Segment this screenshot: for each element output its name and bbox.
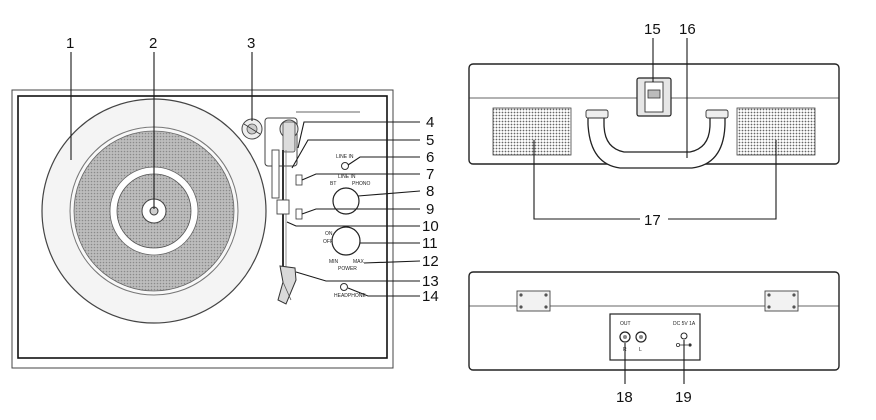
turntable-front-view: 15 16 17 bbox=[468, 21, 840, 229]
callout-8: 8 bbox=[426, 183, 434, 200]
speaker-grill-left bbox=[492, 107, 572, 156]
callout-16: 16 bbox=[679, 21, 696, 38]
callout-19: 19 bbox=[675, 389, 692, 406]
line-in-switch-label: LINE IN bbox=[338, 174, 356, 180]
volume-knob bbox=[331, 226, 361, 256]
hinge-left bbox=[516, 290, 551, 312]
callout-5: 5 bbox=[426, 132, 434, 149]
min-label: MIN bbox=[329, 259, 339, 265]
power-label: POWER bbox=[338, 266, 357, 272]
callout-11: 11 bbox=[422, 235, 438, 252]
callout-7: 7 bbox=[426, 166, 434, 183]
function-knob bbox=[332, 187, 360, 215]
headphone-jack bbox=[340, 283, 348, 291]
line-in-label: LINE IN bbox=[336, 154, 354, 160]
tonearm-lift-lever bbox=[271, 149, 280, 199]
line-in-jack bbox=[341, 162, 349, 170]
control-panel: LINE IN LINE IN BT PHONO ON OFF MIN MAX … bbox=[295, 111, 370, 299]
out-label: OUT bbox=[620, 321, 631, 327]
callout-3: 3 bbox=[247, 35, 255, 52]
callout-4: 4 bbox=[426, 114, 434, 131]
callout-12: 12 bbox=[422, 253, 439, 270]
on-label: ON bbox=[325, 231, 333, 237]
callout-10: 10 bbox=[422, 218, 439, 235]
adapter-holder bbox=[241, 118, 263, 140]
max-label: MAX bbox=[353, 259, 365, 265]
turntable-back-view: OUT R L DC 5V 1A 18 19 bbox=[468, 271, 840, 406]
turntable-top-view: LINE IN LINE IN BT PHONO ON OFF MIN MAX … bbox=[11, 35, 439, 369]
leader-lines-left bbox=[70, 52, 421, 297]
callout-1: 1 bbox=[66, 35, 74, 52]
switch-7 bbox=[295, 174, 303, 186]
hinge-right bbox=[764, 290, 799, 312]
off-label: OFF bbox=[323, 239, 333, 245]
callout-2: 2 bbox=[149, 35, 157, 52]
l-label: L bbox=[639, 347, 642, 353]
bt-label: BT bbox=[330, 181, 336, 187]
callout-18: 18 bbox=[616, 389, 633, 406]
headphone-label: HEADPHONE bbox=[334, 293, 366, 299]
callout-9: 9 bbox=[426, 201, 434, 218]
callout-17: 17 bbox=[644, 212, 661, 229]
tonearm-rest bbox=[276, 199, 290, 215]
callout-15: 15 bbox=[644, 21, 661, 38]
callout-6: 6 bbox=[426, 149, 434, 166]
dc-power-jack bbox=[680, 332, 688, 340]
speaker-grill-right bbox=[736, 107, 816, 156]
switch-9 bbox=[295, 208, 303, 220]
dc-label: DC 5V 1A bbox=[673, 321, 696, 327]
phono-label: PHONO bbox=[352, 181, 370, 187]
callout-13: 13 bbox=[422, 273, 439, 290]
tonearm-assembly bbox=[264, 117, 299, 305]
callout-14: 14 bbox=[422, 288, 439, 305]
case-latch bbox=[636, 77, 672, 117]
